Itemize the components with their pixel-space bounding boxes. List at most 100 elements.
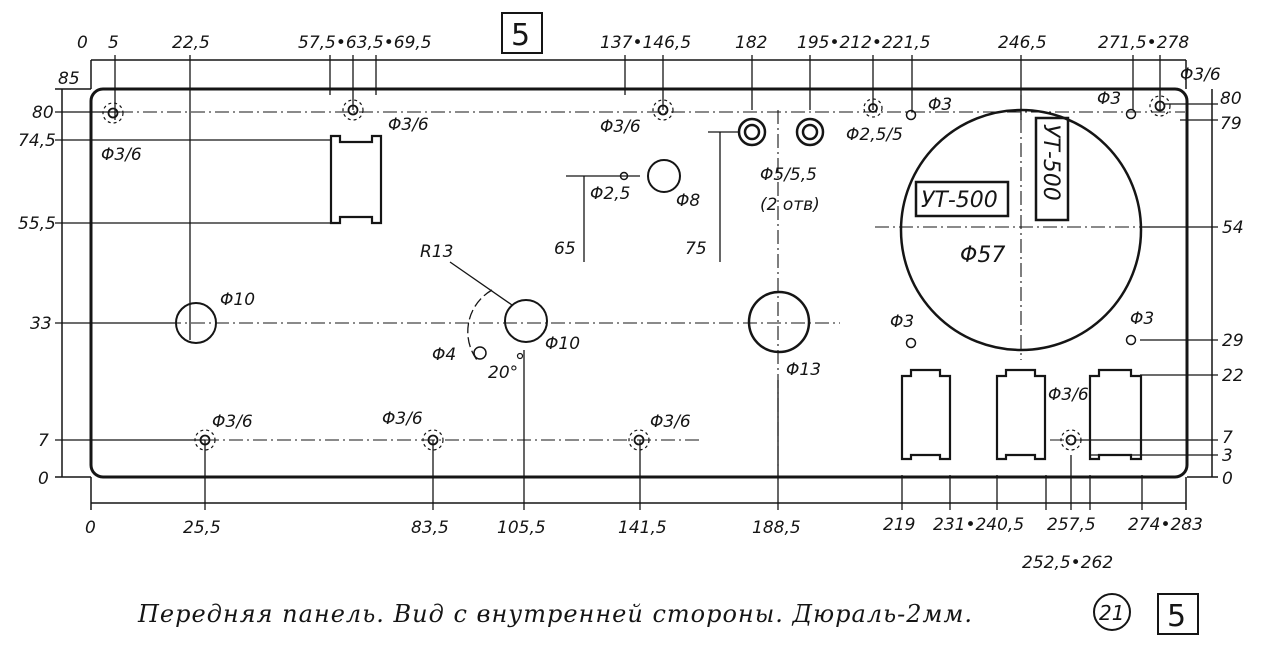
radius-arc [467, 289, 493, 361]
label-phi3-mid-left: Φ3 [890, 312, 914, 332]
bottom-dim-252-262: 252,5•262 [1022, 553, 1113, 573]
left-ticks [55, 111, 330, 441]
sheet-number-bottom: 5 [1167, 599, 1186, 634]
left-dim-80: 80 [32, 103, 54, 123]
label-phi3-6-bottom-right: Φ3/6 [1048, 385, 1089, 405]
left-dim-74-5: 74,5 [18, 131, 56, 151]
label-phi3-top-1: Φ3 [928, 95, 952, 115]
cutout-top-left [329, 134, 383, 225]
label-phi4: Φ4 [432, 345, 456, 365]
cutout-bottom-3 [1088, 368, 1143, 461]
bottom-dim-25-5: 25,5 [183, 518, 221, 538]
top-dim-57-69: 57,5•63,5•69,5 [298, 33, 432, 53]
hole-phi3-6-top-right [1149, 95, 1171, 117]
left-dim-85: 85 [58, 69, 80, 89]
label-r13: R13 [420, 242, 453, 262]
label-phi3-6-top-right: Φ3/6 [1180, 65, 1221, 85]
center-lines [85, 95, 1185, 480]
right-dim-22: 22 [1222, 366, 1244, 386]
top-dim-246-5: 246,5 [998, 33, 1047, 53]
page-circle-number: 21 [1099, 601, 1124, 625]
label-phi10-left: Φ10 [220, 290, 255, 310]
right-ticks [1080, 103, 1218, 456]
bottom-dim-0: 0 [85, 518, 96, 538]
top-dim-182: 182 [735, 33, 767, 53]
page-circle [1093, 593, 1131, 631]
label-phi2-5: Φ2,5 [590, 184, 630, 204]
bottom-dim-219: 219 [883, 515, 915, 535]
hole-phi3-top-2 [1125, 108, 1137, 120]
hole-phi10-center [504, 299, 548, 343]
label-phi3-6-bottom-3: Φ3/6 [650, 412, 691, 432]
bottom-dim-141-5: 141,5 [618, 518, 667, 538]
panel-outline [89, 87, 1189, 479]
top-dim-5: 5 [108, 33, 119, 53]
bottom-dim-274-283: 274•283 [1128, 515, 1203, 535]
label-phi3-6-bottom-2: Φ3/6 [382, 409, 423, 429]
bottom-dim-188-5: 188,5 [752, 518, 801, 538]
hole-phi13 [747, 290, 811, 354]
top-dim-0: 0 [77, 33, 88, 53]
bottom-dim-231-240: 231•240,5 [933, 515, 1024, 535]
cutout-bottom-1 [900, 368, 952, 461]
caption-text: Передняя панель. Вид с внутренней сторон… [137, 600, 973, 628]
left-dim-7: 7 [38, 431, 49, 451]
sheet-number-top: 5 [511, 18, 530, 53]
right-dim-54: 54 [1222, 218, 1244, 238]
hole-phi10-left [175, 302, 217, 344]
label-phi2-5-5: Φ2,5/5 [846, 125, 903, 145]
label-phi57: Φ57 [960, 243, 1005, 268]
right-dim-29: 29 [1222, 331, 1244, 351]
sheet-number-box-top [501, 12, 543, 54]
top-dim-22-5: 22,5 [172, 33, 210, 53]
bottom-dim-257-5: 257,5 [1047, 515, 1096, 535]
sheet-number-box-bottom [1157, 593, 1199, 635]
meter-label-vertical: УТ-500 [1038, 124, 1063, 201]
label-phi5-5-5: Φ5/5,5 [760, 165, 817, 185]
label-phi13: Φ13 [786, 360, 821, 380]
label-dim-75: 75 [685, 239, 707, 259]
label-phi3-6-bottom-1: Φ3/6 [212, 412, 253, 432]
hole-phi2-5-5 [863, 98, 883, 118]
right-dim-3: 3 [1222, 446, 1233, 466]
hole-phi3-6-bottom-right [1060, 429, 1082, 451]
hole-phi3-mid-right [1125, 334, 1137, 346]
hole-phi3-6-top-left [102, 102, 124, 124]
label-phi3-6-top-left: Φ3/6 [101, 145, 142, 165]
hole-phi3-6-bottom-2 [422, 429, 444, 451]
left-dim-55-5: 55,5 [18, 214, 56, 234]
hole-phi5-left [737, 117, 767, 147]
label-phi3-6-top-3: Φ3/6 [600, 117, 641, 137]
hole-phi3-top-1 [905, 109, 917, 121]
hole-phi3-6-top-3 [652, 99, 674, 121]
hole-phi3-6-top-2 [342, 99, 364, 121]
right-dim-79: 79 [1220, 114, 1242, 134]
hole-phi3-6-bottom-1 [194, 429, 216, 451]
hole-phi3-mid-left [905, 337, 917, 349]
meter-label-vertical-box [1034, 116, 1070, 222]
bottom-dim-83-5: 83,5 [411, 518, 449, 538]
label-phi10-center: Φ10 [545, 334, 580, 354]
hole-phi4 [473, 346, 487, 360]
label-phi3-6-top-2: Φ3/6 [388, 115, 429, 135]
label-dim-65: 65 [554, 239, 576, 259]
label-angle-20: 20° [488, 363, 518, 383]
cutout-bottom-2 [995, 368, 1047, 461]
left-dim-33: 33 [30, 314, 52, 334]
meter-cutout [899, 108, 1143, 352]
label-phi3-mid-right: Φ3 [1130, 309, 1154, 329]
bottom-dim-105-5: 105,5 [497, 518, 546, 538]
label-phi3-top-2: Φ3 [1097, 89, 1121, 109]
label-phi8: Φ8 [676, 191, 700, 211]
right-dim-0: 0 [1222, 469, 1233, 489]
meter-label: УТ-500 [921, 188, 998, 213]
label-two-holes: (2 отв) [760, 195, 820, 215]
right-dim-80: 80 [1220, 89, 1242, 109]
meter-label-box [914, 180, 1010, 218]
hole-phi3-6-bottom-3 [628, 429, 650, 451]
hole-phi5-right [795, 117, 825, 147]
right-dim-7: 7 [1222, 428, 1233, 448]
top-dim-195-221: 195•212•221,5 [797, 33, 931, 53]
left-dim-0: 0 [38, 469, 49, 489]
